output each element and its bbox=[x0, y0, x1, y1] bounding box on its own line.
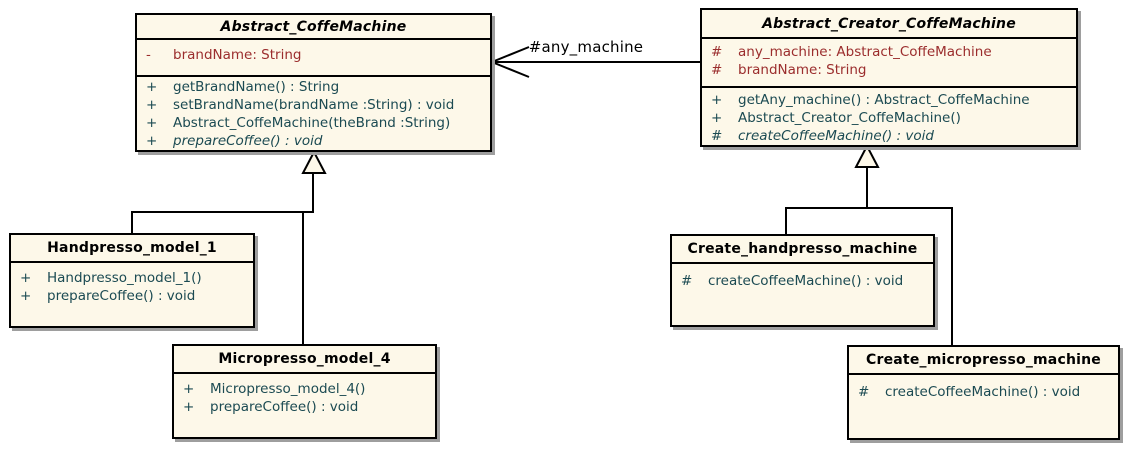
class-methods: # createCoffeeMachine() : void bbox=[672, 264, 933, 325]
method-row: + getAny_machine() : Abstract_CoffeMachin… bbox=[702, 91, 1076, 109]
method-signature: getAny_machine() : Abstract_CoffeMachine bbox=[738, 92, 1030, 108]
method-signature: prepareCoffee() : void bbox=[173, 133, 323, 149]
generalization-triangle-right-icon bbox=[854, 143, 880, 168]
method-signature: createCoffeeMachine() : void bbox=[885, 384, 1081, 400]
visibility-symbol: + bbox=[711, 92, 723, 108]
visibility-symbol: # bbox=[711, 128, 723, 144]
visibility-symbol: + bbox=[146, 133, 158, 149]
method-row: + Abstract_CoffeMachine(theBrand :String) bbox=[137, 114, 490, 132]
method-row: + prepareCoffee() : void bbox=[174, 398, 435, 416]
attribute-signature: brandName: String bbox=[173, 47, 302, 64]
class-attributes: # any_machine: Abstract_CoffeMachine # bran… bbox=[702, 39, 1076, 88]
method-signature: prepareCoffee() : void bbox=[47, 288, 196, 304]
class-methods: + Micropresso_model_4() + prepareCoffee() :… bbox=[174, 374, 435, 437]
method-row: + setBrandName(brandName :String) : void bbox=[137, 96, 490, 114]
method-signature: Handpresso_model_1() bbox=[47, 270, 202, 286]
class-methods: + getBrandName() : String + setBrandName(br… bbox=[137, 77, 490, 150]
class-abstract-coffemachine: Abstract_CoffeMachine - brandName: String… bbox=[135, 13, 492, 152]
method-row: + prepareCoffee() : void bbox=[11, 287, 253, 305]
method-row: # createCoffeeMachine() : void bbox=[702, 127, 1076, 145]
method-signature: getBrandName() : String bbox=[173, 79, 340, 95]
method-row: + prepareCoffee() : void bbox=[137, 132, 490, 150]
method-signature: createCoffeeMachine() : void bbox=[708, 273, 904, 289]
method-row: # createCoffeeMachine() : void bbox=[849, 383, 1118, 401]
method-row: + Micropresso_model_4() bbox=[174, 380, 435, 398]
attribute-signature: brandName: String bbox=[738, 62, 867, 79]
visibility-symbol: # bbox=[858, 384, 870, 400]
class-title: Create_handpresso_machine bbox=[672, 236, 933, 264]
attribute-row: # brandName: String bbox=[702, 61, 1076, 79]
class-handpresso-model-1: Handpresso_model_1 + Handpresso_model_1()… bbox=[9, 233, 255, 328]
visibility-symbol: + bbox=[711, 110, 723, 126]
method-signature: Micropresso_model_4() bbox=[210, 381, 366, 397]
class-methods: + Handpresso_model_1() + prepareCoffee() : … bbox=[11, 263, 253, 326]
method-signature: createCoffeeMachine() : void bbox=[738, 128, 934, 144]
class-methods: + getAny_machine() : Abstract_CoffeMachin… bbox=[702, 88, 1076, 145]
visibility-symbol: - bbox=[146, 47, 151, 64]
method-signature: Abstract_CoffeMachine(theBrand :String) bbox=[173, 115, 451, 131]
association-label: #any_machine bbox=[528, 38, 644, 56]
method-row: + Handpresso_model_1() bbox=[11, 269, 253, 287]
class-title: Create_micropresso_machine bbox=[849, 347, 1118, 375]
class-micropresso-model-4: Micropresso_model_4 + Micropresso_model_4… bbox=[172, 344, 437, 439]
method-signature: Abstract_Creator_CoffeMachine() bbox=[738, 110, 961, 126]
visibility-symbol: + bbox=[146, 115, 158, 131]
class-create-micropresso-machine: Create_micropresso_machine # createCoffee… bbox=[847, 345, 1120, 440]
visibility-symbol: + bbox=[146, 79, 158, 95]
visibility-symbol: # bbox=[681, 273, 693, 289]
attribute-row: # any_machine: Abstract_CoffeMachine bbox=[702, 43, 1076, 61]
attribute-row: - brandName: String bbox=[137, 46, 490, 64]
method-signature: prepareCoffee() : void bbox=[210, 399, 359, 415]
visibility-symbol: # bbox=[711, 44, 723, 61]
generalization-triangle-left-icon bbox=[301, 149, 327, 174]
class-title: Abstract_CoffeMachine bbox=[137, 15, 490, 41]
method-signature: setBrandName(brandName :String) : void bbox=[173, 97, 455, 113]
visibility-symbol: + bbox=[183, 381, 195, 397]
attribute-signature: any_machine: Abstract_CoffeMachine bbox=[738, 44, 992, 61]
class-create-handpresso-machine: Create_handpresso_machine # createCoffeeM… bbox=[670, 234, 935, 327]
method-row: # createCoffeeMachine() : void bbox=[672, 272, 933, 290]
class-methods: # createCoffeeMachine() : void bbox=[849, 375, 1118, 438]
class-title: Handpresso_model_1 bbox=[11, 235, 253, 263]
method-row: + Abstract_Creator_CoffeMachine() bbox=[702, 109, 1076, 127]
open-arrowhead-icon bbox=[489, 46, 530, 78]
class-abstract-creator-coffemachine: Abstract_Creator_CoffeMachine # any_machi… bbox=[700, 8, 1078, 147]
method-row: + getBrandName() : String bbox=[137, 78, 490, 96]
visibility-symbol: + bbox=[183, 399, 195, 415]
class-title: Abstract_Creator_CoffeMachine bbox=[702, 10, 1076, 40]
class-title: Micropresso_model_4 bbox=[174, 346, 435, 374]
visibility-symbol: # bbox=[711, 62, 723, 79]
visibility-symbol: + bbox=[20, 288, 32, 304]
class-attributes: - brandName: String bbox=[137, 40, 490, 77]
visibility-symbol: + bbox=[20, 270, 32, 286]
visibility-symbol: + bbox=[146, 97, 158, 113]
